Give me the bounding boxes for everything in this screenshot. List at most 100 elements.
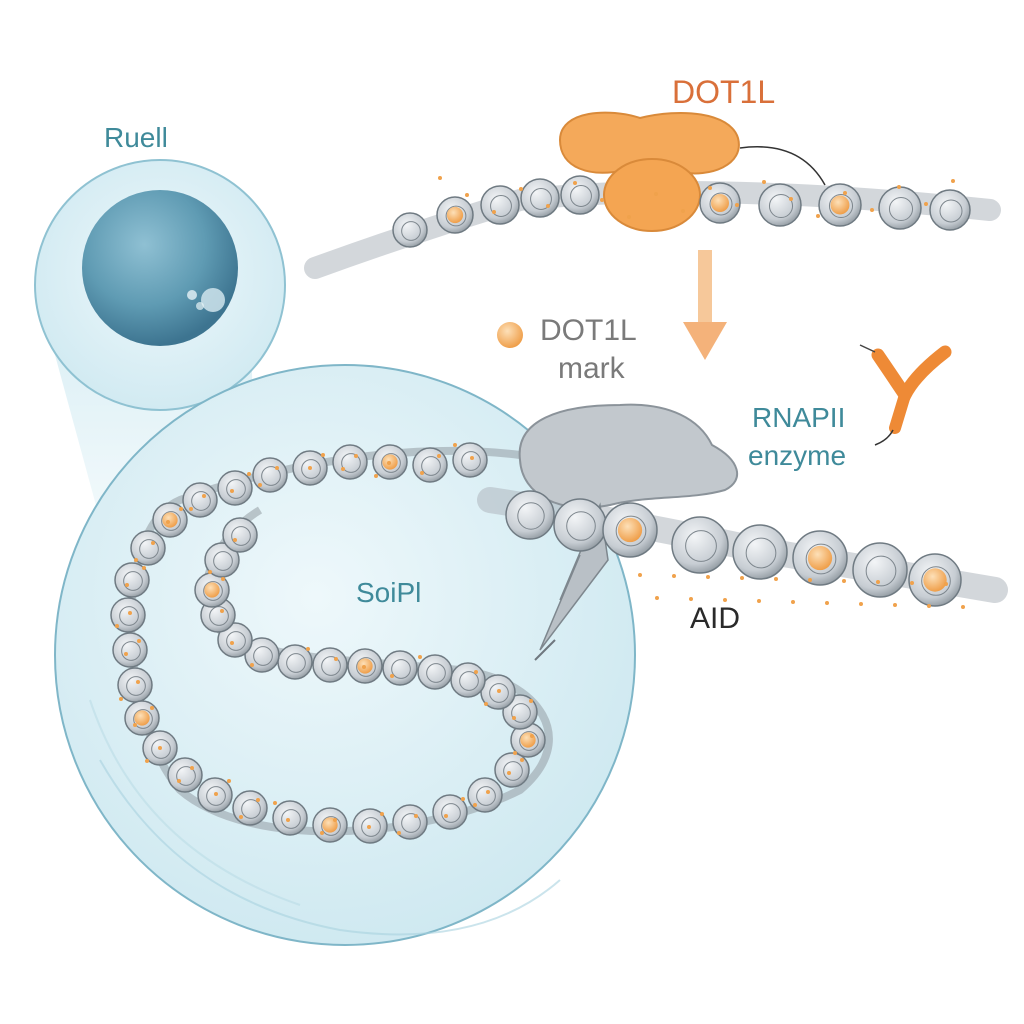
nucleosome-core: [139, 539, 159, 559]
nucleosome-core: [133, 709, 153, 729]
nucleosome-core: [459, 671, 479, 691]
mark-speck: [740, 576, 744, 580]
nucleosome-core: [123, 571, 143, 591]
nucleosome-core: [281, 809, 301, 829]
mark-speck: [893, 603, 897, 607]
nucleosome-core: [126, 676, 146, 696]
nucleosome-bead: [432, 794, 468, 830]
nucleosome-core: [356, 657, 376, 677]
mark-speck: [789, 197, 793, 201]
nucleosome-bead: [560, 175, 600, 215]
nucleosome-bead: [114, 562, 150, 598]
mark-speck: [470, 456, 474, 460]
nucleosome-core: [685, 530, 717, 562]
nucleosome-core: [888, 196, 914, 222]
mark-speck: [258, 483, 262, 487]
mark-speck: [119, 697, 123, 701]
mark-speck: [681, 209, 685, 213]
nucleosome-core: [209, 606, 229, 626]
mark-speck: [735, 203, 739, 207]
nucleosome-core: [241, 799, 261, 819]
mark-speck: [927, 604, 931, 608]
nucleosome-core: [421, 456, 441, 476]
mark-speck: [519, 187, 523, 191]
nucleosome-core: [570, 185, 592, 207]
nucleosome-bead: [312, 647, 348, 683]
mark-speck: [530, 734, 534, 738]
nucleosome-bead: [392, 804, 428, 840]
nucleosome-core: [461, 451, 481, 471]
mark-speck: [951, 179, 955, 183]
nucleosome-core: [381, 453, 401, 473]
mark-speck: [142, 566, 146, 570]
mark-speck: [286, 818, 290, 822]
nucleosome-bead: [467, 777, 503, 813]
nucleosome-core: [441, 803, 461, 823]
cell-label: Ruell: [104, 122, 168, 153]
nucleosome-bead: [112, 632, 148, 668]
nucleosome-bead: [452, 442, 488, 478]
mark-speck: [465, 193, 469, 197]
nucleosome-core: [176, 766, 196, 786]
nucleosome-core: [865, 555, 897, 587]
nucleosome-core: [445, 205, 467, 227]
mark-speck: [706, 575, 710, 579]
mark-speck: [233, 538, 237, 542]
mark-speck: [512, 716, 516, 720]
nucleosome-bead: [412, 447, 448, 483]
mark-speck: [723, 598, 727, 602]
mark-speck: [513, 751, 517, 755]
mark-speck: [437, 454, 441, 458]
mark-speck: [250, 663, 254, 667]
mark-speck: [414, 814, 418, 818]
mark-speck: [320, 831, 324, 835]
mark-speck: [774, 577, 778, 581]
nucleosome-bead: [217, 470, 253, 506]
nucleosome-core: [939, 199, 963, 223]
nucleosome-core: [321, 656, 341, 676]
mark-speck: [672, 574, 676, 578]
mark-speck: [453, 443, 457, 447]
mark-speck: [497, 689, 501, 693]
mark-speck: [306, 647, 310, 651]
mark-speck: [910, 581, 914, 585]
nucleosome-bead: [520, 178, 560, 218]
nucleosome-bead: [878, 186, 922, 230]
nucleus-region-label: SoiPl: [356, 577, 422, 608]
mark-speck: [484, 702, 488, 706]
mark-speck: [230, 489, 234, 493]
nucleosome-bead: [671, 516, 729, 574]
cell-icon: [34, 159, 286, 411]
mark-speck: [897, 185, 901, 189]
mark-speck: [333, 818, 337, 822]
nucleosome-core: [119, 606, 139, 626]
mark-speck: [654, 192, 658, 196]
mark-speck: [438, 176, 442, 180]
nucleosome-bead: [217, 622, 253, 658]
nucleosome-core: [401, 813, 421, 833]
nucleosome-core: [490, 195, 512, 217]
mark-speck: [474, 670, 478, 674]
nucleosome-core: [121, 641, 141, 661]
nucleosome-core: [261, 466, 281, 486]
mark-speck: [308, 466, 312, 470]
nucleosome-bead: [110, 597, 146, 633]
mark-speck: [390, 674, 394, 678]
mark-speck: [944, 582, 948, 586]
nucleosome-core: [768, 193, 794, 219]
methyl-mark: [617, 517, 643, 543]
mark-speck: [136, 680, 140, 684]
nucleosome-bead: [204, 542, 240, 578]
mark-speck: [125, 583, 129, 587]
mark-speck: [600, 198, 604, 202]
arrow-down-icon: [683, 250, 727, 360]
mark-speck: [137, 639, 141, 643]
nucleosome-core: [921, 566, 951, 596]
nucleosome-bead: [732, 524, 788, 580]
mark-speck: [179, 507, 183, 511]
nucleosome-core: [519, 731, 539, 751]
nucleosome-bead: [392, 212, 428, 248]
nucleosome-bead: [272, 800, 308, 836]
mark-speck: [842, 579, 846, 583]
mark-speck: [791, 600, 795, 604]
